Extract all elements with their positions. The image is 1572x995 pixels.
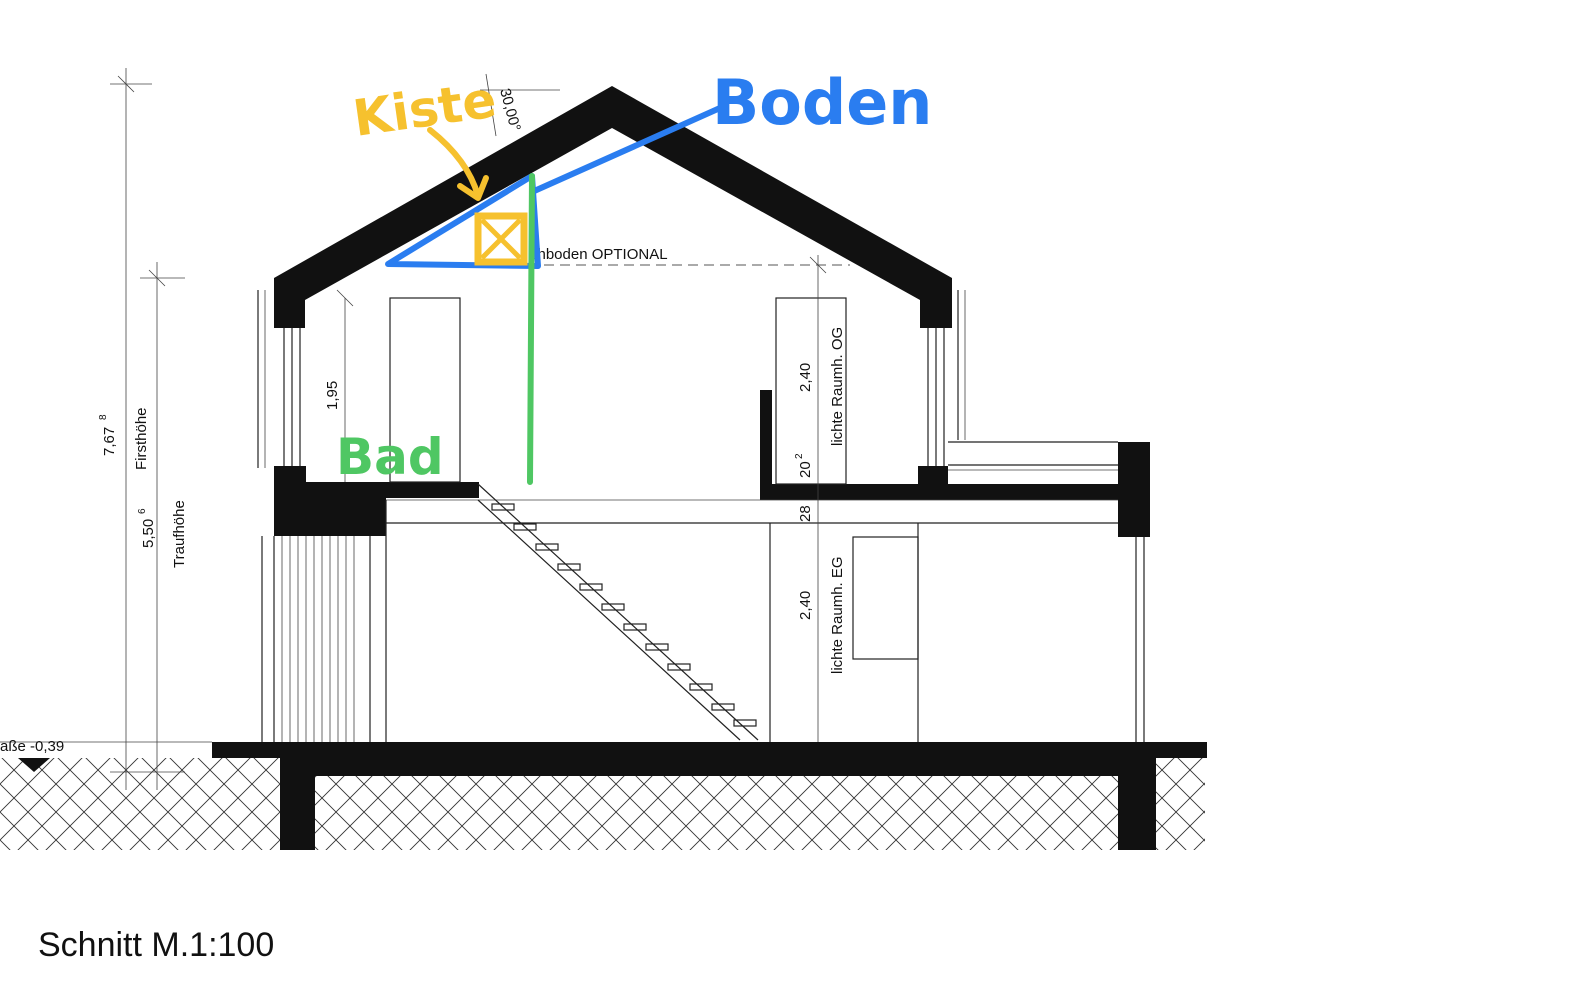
door-og-left xyxy=(389,297,461,483)
slab-thickness-text: 28 xyxy=(797,505,814,522)
street-level-text: aße -0,39 xyxy=(0,738,64,755)
box-icon xyxy=(474,212,528,266)
roof-left xyxy=(274,86,612,328)
slab-top-sup: 2 xyxy=(794,453,805,459)
attic-floor-label: chboden OPTIONAL xyxy=(530,246,668,263)
terrace-wall xyxy=(1118,442,1150,537)
firsthoehe-sup: 8 xyxy=(98,414,109,420)
drawing-caption: Schnitt M.1:100 xyxy=(38,926,275,964)
og-wall-right-base xyxy=(918,466,948,486)
firsthoehe-value: 7,67 xyxy=(101,427,118,456)
og-height-text: 2,40 xyxy=(797,363,814,392)
foundation-left xyxy=(280,742,315,850)
og-floor-slab-left xyxy=(274,466,306,484)
eg-height-text: 2,40 xyxy=(797,591,814,620)
boden-annotation: Boden xyxy=(385,66,932,269)
kiste-text: Kiste xyxy=(350,70,500,147)
firsthoehe-label: Firsthöhe xyxy=(133,407,150,470)
foundation-right xyxy=(1118,742,1156,850)
staircase xyxy=(477,483,759,741)
bad-text: Bad xyxy=(336,428,444,486)
og-label-text: lichte Raumh. OG xyxy=(829,327,846,446)
door-og-right xyxy=(775,297,847,485)
eg-label-text: lichte Raumh. EG xyxy=(829,556,846,674)
roof-angle-text: 30,00° xyxy=(496,87,524,133)
og-floor-block xyxy=(274,498,386,536)
window-eg xyxy=(852,536,919,660)
level-marker-icon xyxy=(18,758,50,772)
roof-right xyxy=(612,86,952,328)
door-height-text: 1,95 xyxy=(324,381,341,410)
boden-text: Boden xyxy=(712,66,932,139)
og-floor-right xyxy=(760,484,1120,500)
og-floor-left xyxy=(274,482,479,498)
floor-slab xyxy=(300,742,1150,776)
traufhoehe-label: Traufhöhe xyxy=(171,500,188,568)
traufhoehe-sup: 6 xyxy=(137,508,148,514)
slab-top-text: 20 xyxy=(797,461,814,478)
traufhoehe-value: 5,50 xyxy=(140,519,157,548)
bad-annotation: Bad xyxy=(336,173,535,486)
eg-left-wall-cladding xyxy=(261,500,387,742)
og-wall-stub xyxy=(760,390,772,490)
dimension-lines xyxy=(0,68,827,790)
